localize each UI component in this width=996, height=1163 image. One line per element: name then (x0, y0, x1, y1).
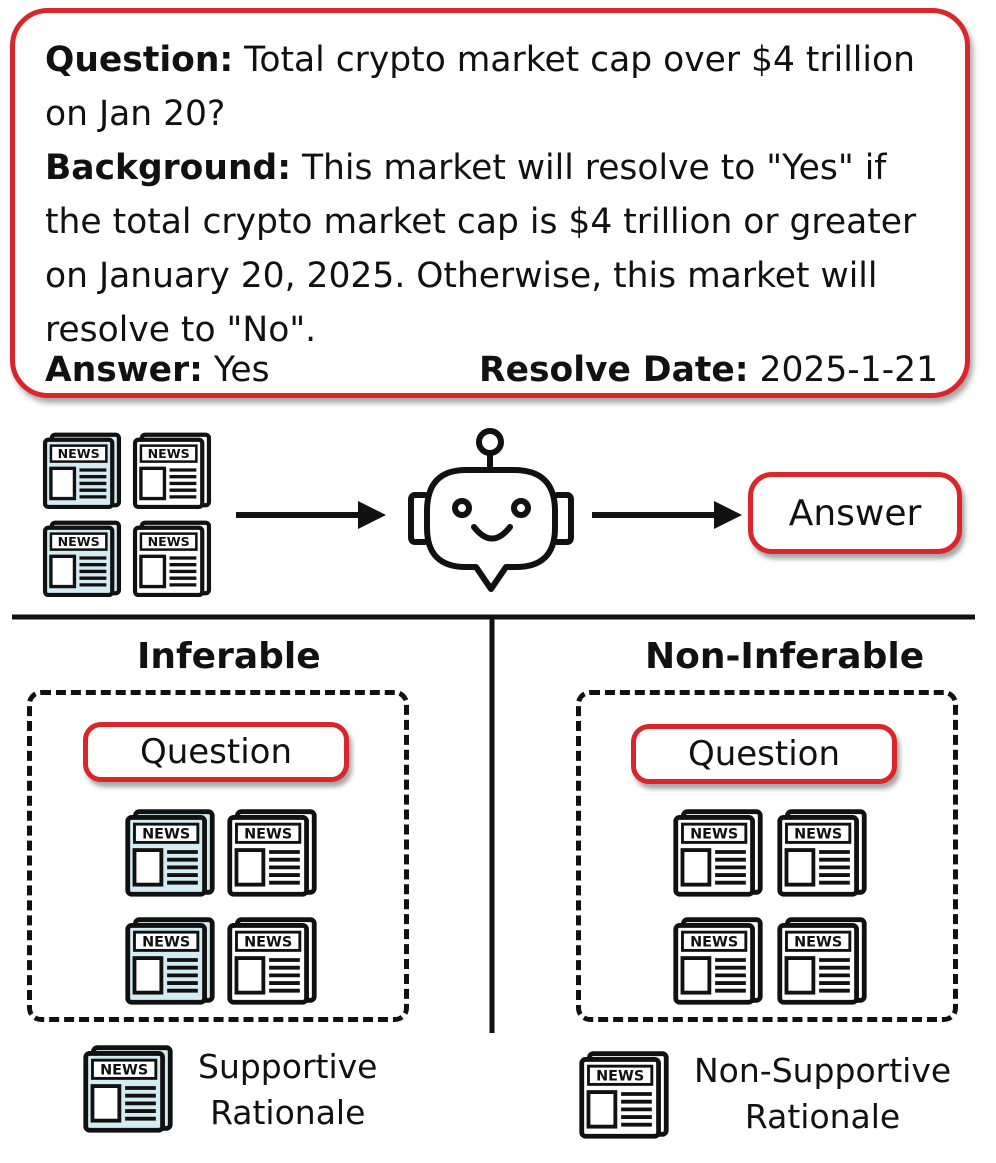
supportive-legend-label: Supportive Rationale (198, 1044, 377, 1136)
news-headline-text: NEWS (690, 827, 738, 843)
supportive-legend-icon: NEWS (83, 1045, 173, 1133)
inferable-question-pill: Question (83, 722, 349, 782)
non-supportive-news-icon: NEWS (132, 432, 212, 510)
non-supportive-news-icon: NEWS (227, 917, 317, 1005)
non-supportive-news-icon: NEWS (132, 520, 212, 598)
news-headline-text: NEWS (148, 534, 190, 549)
supportive-news-icon: NEWS (125, 809, 215, 897)
answer-label: Answer: (45, 350, 203, 390)
news-headline-text: NEWS (148, 446, 190, 461)
question-text: Total crypto market cap over $4 trillion… (45, 40, 915, 134)
news-headline-text: NEWS (596, 1069, 644, 1085)
robot-icon (408, 428, 574, 592)
non-inferable-question-label: Question (687, 734, 841, 774)
answer-output-label: Answer (788, 492, 922, 534)
input-arrow (236, 501, 386, 529)
question-line: Question: Total crypto market cap over $… (45, 33, 945, 141)
question-label: Question: (45, 40, 234, 80)
non-supportive-legend-line1: Non-Supportive (694, 1051, 952, 1090)
non-supportive-legend-icon: NEWS (579, 1051, 669, 1139)
output-arrow (592, 501, 742, 529)
supportive-legend-line2: Rationale (210, 1093, 366, 1132)
news-headline-text: NEWS (244, 935, 292, 951)
news-headline-text: NEWS (794, 827, 842, 843)
resolve-date-field: Resolve Date: 2025-1-21 (479, 343, 938, 397)
background-label: Background: (45, 148, 291, 188)
supportive-news-icon: NEWS (42, 520, 122, 598)
answer-field: Answer: Yes (45, 343, 270, 397)
news-headline-text: NEWS (100, 1063, 148, 1079)
resolve-date-value: 2025-1-21 (748, 350, 939, 390)
non-supportive-news-icon: NEWS (673, 917, 763, 1005)
supportive-news-icon: NEWS (125, 917, 215, 1005)
news-headline-text: NEWS (58, 534, 100, 549)
news-headline-text: NEWS (58, 446, 100, 461)
background-line: Background: This market will resolve to … (45, 141, 945, 357)
non-supportive-news-icon: NEWS (777, 917, 867, 1005)
background-text: This market will resolve to "Yes" if the… (45, 148, 917, 350)
non-inferable-question-pill: Question (631, 724, 897, 784)
supportive-news-icon: NEWS (42, 432, 122, 510)
question-card: Question: Total crypto market cap over $… (10, 8, 970, 398)
news-headline-text: NEWS (690, 935, 738, 951)
news-headline-text: NEWS (142, 827, 190, 843)
news-headline-text: NEWS (794, 935, 842, 951)
non-supportive-legend-label: Non-Supportive Rationale (694, 1048, 951, 1140)
news-headline-text: NEWS (244, 827, 292, 843)
inferable-question-label: Question (139, 732, 293, 772)
non-supportive-legend-line2: Rationale (744, 1097, 901, 1136)
resolve-date-label: Resolve Date: (479, 350, 749, 390)
answer-output-pill: Answer (748, 472, 962, 554)
inferable-box (27, 690, 409, 1022)
inferable-title: Inferable (137, 636, 321, 677)
answer-value: Yes (202, 350, 270, 390)
non-supportive-news-icon: NEWS (777, 809, 867, 897)
question-card-text: Question: Total crypto market cap over $… (45, 33, 945, 357)
non-inferable-title: Non-Inferable (645, 636, 925, 677)
non-supportive-news-icon: NEWS (673, 809, 763, 897)
supportive-legend-line1: Supportive (198, 1047, 378, 1086)
news-headline-text: NEWS (142, 935, 190, 951)
non-inferable-box (576, 690, 958, 1022)
non-supportive-news-icon: NEWS (227, 809, 317, 897)
